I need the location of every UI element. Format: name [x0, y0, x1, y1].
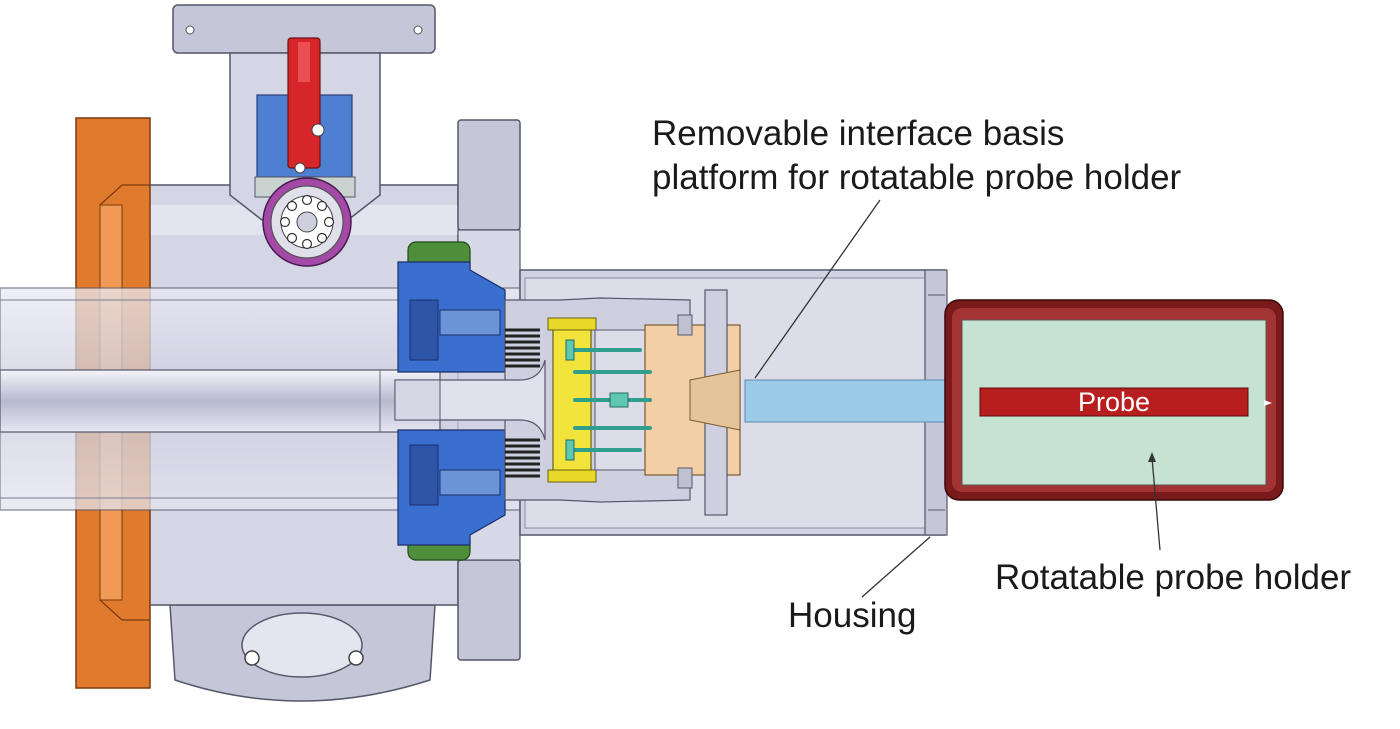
- top-manipulator: [172, 4, 436, 267]
- bottom-flange: [169, 604, 436, 702]
- interface-label-line2: platform for rotatable probe holder: [652, 158, 1182, 197]
- housing-label: Housing: [788, 596, 917, 635]
- interface-leader-line: [754, 199, 881, 379]
- seal-assembly: [397, 241, 506, 561]
- housing-leader-line: [861, 536, 931, 598]
- holder-leader-arrow: [1148, 452, 1156, 462]
- leader-lines: [754, 199, 1161, 598]
- probe-holder-label: Rotatable probe holder: [995, 558, 1352, 597]
- interface-label-line1: Removable interface basis: [652, 114, 1065, 153]
- drive-shaft: [744, 379, 966, 423]
- bellows-lower: [505, 438, 540, 478]
- interface-platform-label: Removable interface basis platform for r…: [652, 112, 1181, 200]
- bellows-upper: [505, 328, 540, 368]
- probe-bar: [979, 387, 1249, 417]
- holder-leader-line: [1151, 457, 1161, 551]
- probe-label: Probe: [1077, 387, 1151, 417]
- pin-heads: [565, 339, 629, 461]
